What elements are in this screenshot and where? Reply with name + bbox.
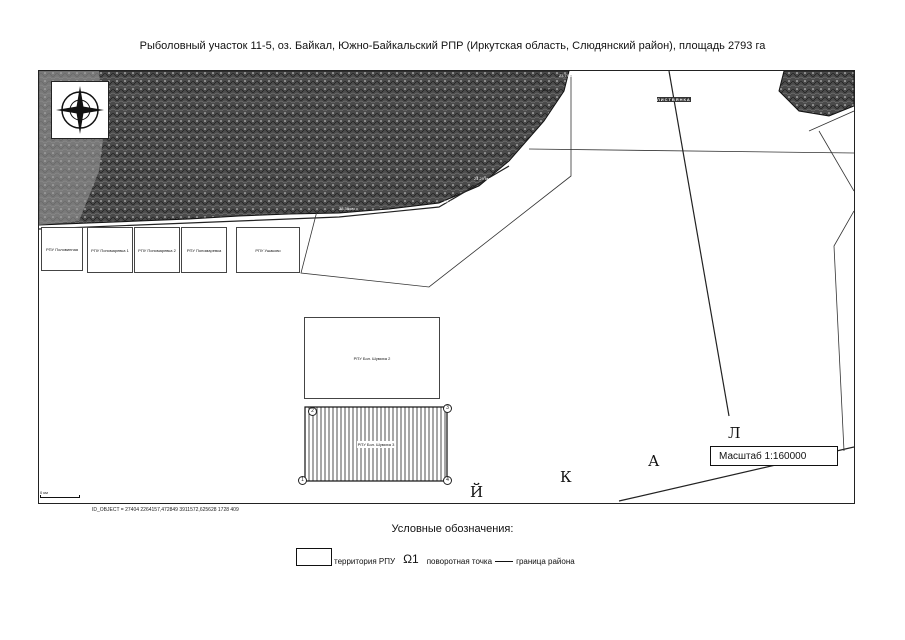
territory-swatch	[296, 548, 332, 566]
plot-label: РПУ Ушаково	[255, 247, 281, 253]
depth-label: 24,29 км	[474, 176, 490, 181]
depth-label: 24,36 км	[536, 87, 552, 92]
lake-letter: А	[648, 452, 660, 470]
depth-label: 23,62 км	[419, 213, 435, 218]
border-label: граница района	[516, 557, 575, 566]
scalebar-label: 0 км	[40, 490, 48, 495]
map-frame[interactable]: РПУ Половинная РПУ Пономаревка 1 РПУ Пон…	[38, 70, 855, 504]
turning-point-label: поворотная точка	[426, 557, 493, 566]
compass-rose-icon	[51, 81, 109, 139]
plot-ushakovo[interactable]: РПУ Ушаково	[236, 227, 300, 273]
corner-point-4[interactable]: 4	[443, 476, 452, 485]
plot-ponomarevka[interactable]: РПУ Пономаревка	[181, 227, 227, 273]
depth-label: 23,79 км	[559, 73, 575, 78]
depth-label: 23,47 км	[444, 199, 460, 204]
plot-label: РПУ Бол. Шумиха 3	[356, 440, 396, 448]
legend-title: Условные обозначения:	[391, 523, 514, 535]
plot-label: РПУ Пономаревка	[186, 247, 222, 253]
scalebar: 0 км	[40, 490, 80, 498]
terrain-shore	[39, 71, 570, 226]
plot-bol-shumikha-2[interactable]: РПУ Бол. Шумиха 2	[304, 317, 440, 399]
corner-point-3[interactable]: 3	[443, 404, 452, 413]
lake-letter: К	[560, 468, 572, 486]
lake-letter: Й	[470, 483, 484, 501]
plot-ponomarevka-2[interactable]: РПУ Пономаревка 2	[134, 227, 180, 273]
map-title: Рыболовный участок 11-5, оз. Байкал, Южн…	[139, 40, 766, 52]
border-line-icon	[495, 561, 514, 562]
plot-bol-shumikha-3[interactable]: РПУ Бол. Шумиха 3	[305, 407, 447, 481]
territory-label: территория РПУ	[334, 557, 396, 566]
place-label: ЛИСТВЯНКА	[657, 97, 691, 102]
scalebar-line	[40, 495, 80, 498]
turning-point-icon: Ω1	[403, 552, 419, 566]
plot-label: РПУ Пономаревка 2	[138, 247, 176, 253]
corner-point-2[interactable]: 2	[308, 407, 317, 416]
object-info-line: ID_OBJECT = 27404 2264157,472849 3911572…	[92, 507, 239, 513]
district-border	[528, 148, 854, 154]
terrain-right	[778, 71, 854, 117]
plot-polovinnaya[interactable]: РПУ Половинная	[41, 227, 83, 271]
scale-label: Масштаб 1:160000	[710, 446, 838, 466]
plot-ponomarevka-1[interactable]: РПУ Пономаревка 1	[87, 227, 133, 273]
map-canvas	[39, 71, 854, 502]
plot-label: РПУ Пономаревка 1	[91, 247, 129, 253]
depth-label: 23,36 км	[339, 206, 355, 211]
legend: территория РПУ Ω1 поворотная точка грани…	[296, 548, 575, 566]
plot-label: РПУ Половинная	[46, 246, 78, 252]
lake-letter: Л	[728, 424, 741, 442]
plot-label: РПУ Бол. Шумиха 2	[353, 355, 391, 361]
corner-point-1[interactable]: 1	[298, 476, 307, 485]
